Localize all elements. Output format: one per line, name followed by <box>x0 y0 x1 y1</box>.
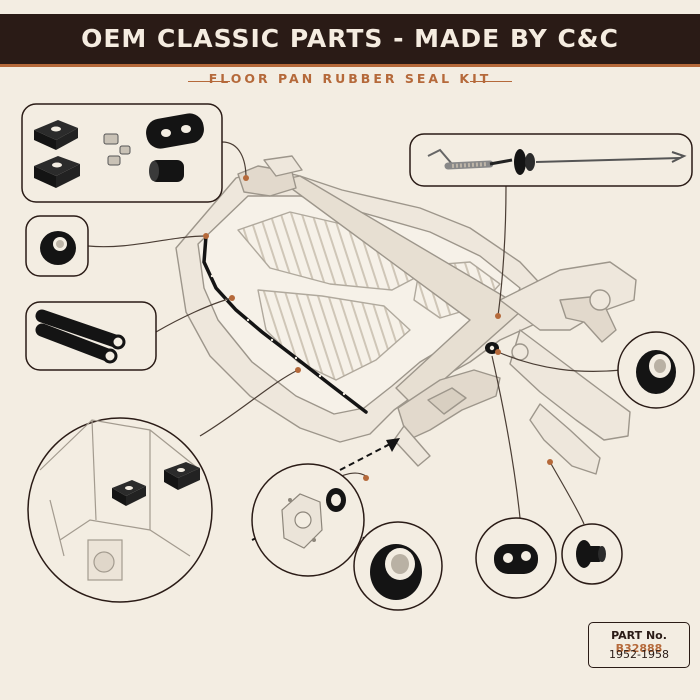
callout-large-bushing <box>353 521 443 611</box>
callout-cable-grommet <box>409 133 693 187</box>
callout-mount-pads <box>27 417 213 603</box>
year-range: 1952-1958 <box>609 648 669 661</box>
push-in-grommet-icon <box>281 488 346 549</box>
chassis-drawing <box>175 155 637 475</box>
page-title: OEM CLASSIC PARTS - MADE BY C&C <box>81 24 619 53</box>
title-banner: OEM CLASSIC PARTS - MADE BY C&C <box>0 14 700 67</box>
subtitle-rule-left <box>188 81 230 82</box>
cable-grommet-icon <box>427 148 687 175</box>
callout-rubber-blocks <box>21 103 223 203</box>
subtitle-rule-right <box>470 81 512 82</box>
mount-pads-icon <box>39 419 201 581</box>
callout-push-in-grommet <box>251 463 365 577</box>
leader-lines <box>87 141 623 525</box>
subtitle-row: FLOOR PAN RUBBER SEAL KIT <box>0 68 700 94</box>
edge-seal-strip <box>202 234 368 414</box>
tube-seal-icon <box>35 309 126 364</box>
subtitle: FLOOR PAN RUBBER SEAL KIT <box>208 71 492 86</box>
part-number-label: PART No. <box>611 629 667 642</box>
leader-endpoints <box>203 175 553 481</box>
part-number-box: PART No. B32888 1952-1958 <box>588 622 690 668</box>
part-number: B32888 <box>615 642 663 655</box>
callout-oval-grommet <box>475 517 557 599</box>
flanged-plug-icon <box>576 540 606 568</box>
callout-round-bushing <box>617 331 695 409</box>
arrow-head-upper <box>386 438 400 452</box>
round-grommet-icon <box>40 231 76 265</box>
part-number-line: PART No. B32888 <box>589 629 689 655</box>
rubber-blocks-icon <box>34 113 204 188</box>
callout-tube-seal <box>25 301 157 371</box>
oval-grommet-icon <box>494 544 538 574</box>
callout-round-grommet <box>25 215 89 277</box>
round-bushing-icon <box>636 350 676 394</box>
callout-flanged-plug <box>561 523 623 585</box>
